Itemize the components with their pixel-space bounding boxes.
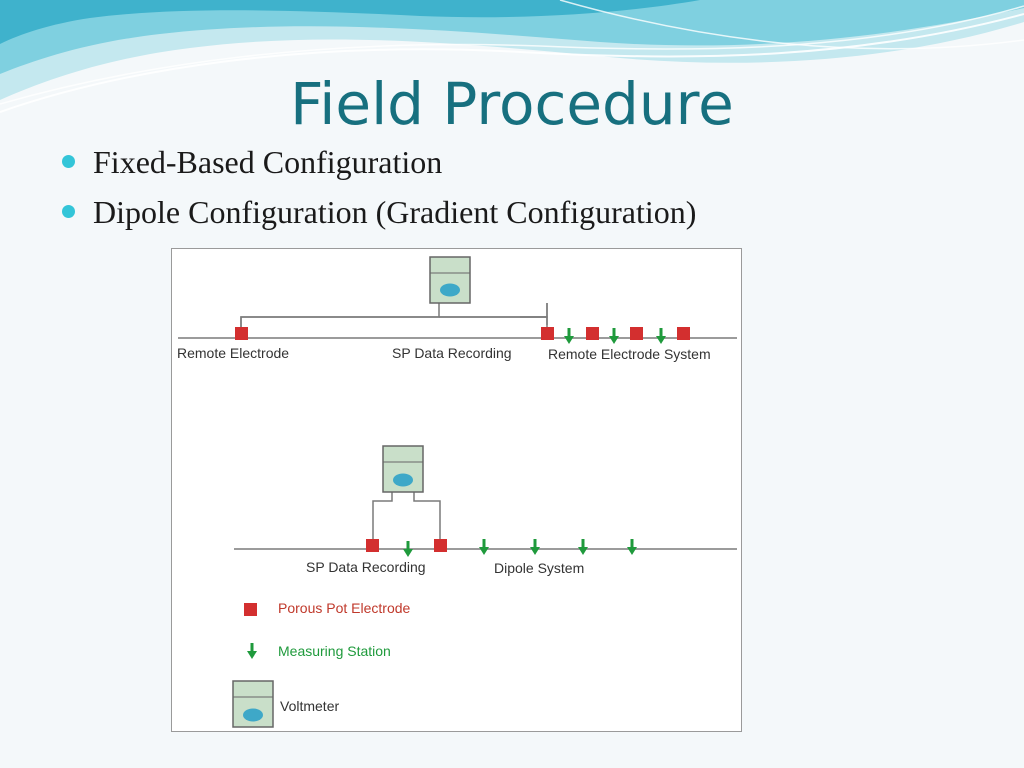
voltmeter-icon (382, 445, 424, 493)
bullet-dot-icon (62, 155, 75, 168)
measuring-station-arrow-icon (530, 539, 540, 555)
porous-pot-electrode-icon (630, 327, 643, 340)
bullet-item: Dipole Configuration (Gradient Configura… (62, 192, 696, 242)
slide-title: Field Procedure (290, 70, 734, 138)
header-wave-decoration (0, 0, 1024, 113)
measuring-station-arrow-icon (578, 539, 588, 555)
sp-configuration-diagram: Remote Electrode SP Data Recording Remot… (177, 256, 737, 728)
measuring-station-arrow-icon (564, 328, 574, 344)
wire-bottom-right (413, 492, 441, 539)
bullet-dot-icon (62, 205, 75, 218)
bullet-item: Fixed-Based Configuration (62, 142, 696, 192)
legend-measuring-station: Measuring Station (278, 643, 391, 659)
bullet-text: Fixed-Based Configuration (93, 144, 443, 180)
wire-top-right (520, 316, 548, 327)
measuring-station-arrow-icon (403, 541, 413, 557)
measuring-station-arrow-icon (627, 539, 637, 555)
label-sp-data-recording-bottom: SP Data Recording (306, 559, 426, 575)
legend-measuring-station-icon (247, 643, 257, 659)
measuring-station-arrow-icon (609, 328, 619, 344)
porous-pot-electrode-icon (366, 539, 379, 552)
label-dipole-system: Dipole System (494, 560, 584, 576)
porous-pot-electrode-icon (541, 327, 554, 340)
porous-pot-electrode-icon (677, 327, 690, 340)
sp-configuration-figure: Remote Electrode SP Data Recording Remot… (171, 248, 742, 732)
label-remote-electrode: Remote Electrode (177, 345, 289, 361)
legend-porous-pot-electrode: Porous Pot Electrode (278, 600, 411, 616)
label-remote-electrode-system: Remote Electrode System (548, 346, 711, 362)
legend-electrode-icon (244, 603, 257, 616)
bullet-list: Fixed-Based Configuration Dipole Configu… (62, 142, 696, 242)
wire-bottom-left (372, 492, 393, 539)
porous-pot-electrode-icon (586, 327, 599, 340)
legend-voltmeter: Voltmeter (280, 698, 339, 714)
porous-pot-electrode-icon (235, 327, 248, 340)
voltmeter-icon (429, 256, 471, 304)
bullet-text: Dipole Configuration (Gradient Configura… (93, 194, 697, 230)
measuring-station-arrow-icon (479, 539, 489, 555)
legend-voltmeter-icon (232, 680, 274, 728)
measuring-station-arrow-icon (656, 328, 666, 344)
porous-pot-electrode-icon (434, 539, 447, 552)
wire-top-left (240, 303, 548, 327)
label-sp-data-recording-top: SP Data Recording (392, 345, 512, 361)
